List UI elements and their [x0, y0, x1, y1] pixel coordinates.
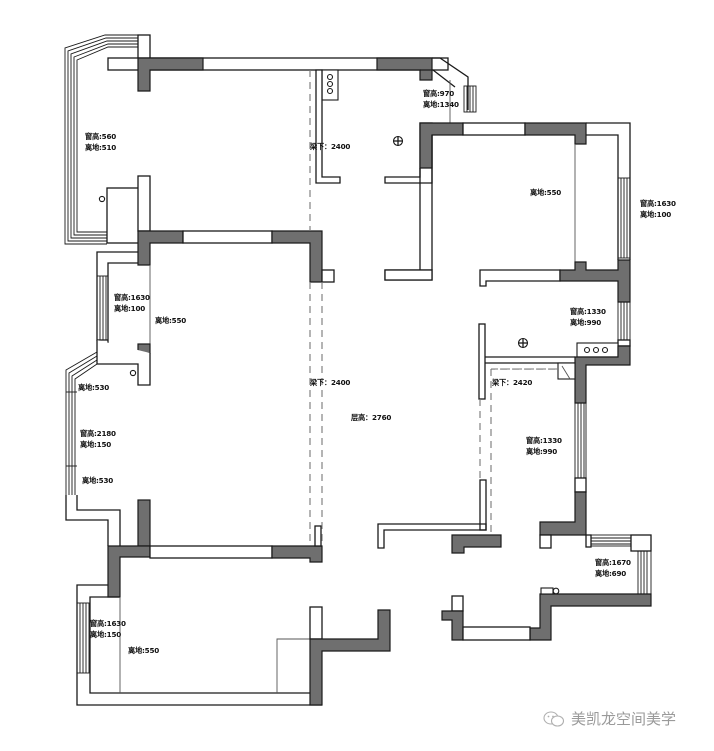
label-line: 离地:510: [85, 143, 117, 152]
label-line: 窗高:1630: [114, 293, 150, 302]
label-line: 层高：2760: [351, 413, 392, 422]
label-line: 离地:100: [114, 304, 146, 313]
label-line: 离地:550: [128, 646, 160, 655]
label-bedroom-ne-sill: 离地:550: [530, 187, 561, 198]
label-kitchen-window: 窗高:970 离地:1340: [423, 88, 459, 110]
structural-column: [376, 57, 433, 81]
label-line: 窗高:1330: [526, 436, 562, 445]
label-living-bay-window: 窗高:2180 离地:150: [80, 428, 116, 450]
label-line: 离地:1340: [423, 100, 459, 109]
label-line: 离地:530: [82, 476, 114, 485]
label-floor-height: 层高：2760: [351, 412, 391, 423]
label-balcony-nw: 窗高:560 离地:510: [85, 131, 116, 153]
label-beam-east: 梁下：2420: [492, 377, 532, 388]
label-line: 离地:990: [526, 447, 558, 456]
label-line: 梁下：2420: [492, 378, 533, 387]
living-bay-window: [65, 351, 98, 495]
label-bath-e-window: 窗高:1330 离地:990: [570, 306, 606, 328]
bedroom-sw-window: [76, 602, 90, 674]
label-line: 离地:550: [155, 316, 187, 325]
label-line: 离地:530: [78, 383, 110, 392]
label-line: 离地:690: [595, 569, 627, 578]
label-room-e-window: 窗高:1330 离地:990: [526, 435, 562, 457]
label-line: 梁下：2400: [310, 142, 351, 151]
room-e-window: [574, 402, 587, 479]
label-living-bay-top: 离地:530: [78, 382, 109, 393]
label-line: 离地:990: [570, 318, 602, 327]
watermark-text: 美凯龙空间美学: [571, 710, 677, 728]
watermark: 美凯龙空间美学: [543, 708, 676, 729]
label-line: 窗高:2180: [80, 429, 116, 438]
label-balcony-se-window: 窗高:1670 离地:690: [595, 557, 631, 579]
label-line: 离地:150: [90, 630, 122, 639]
label-beam-north: 梁下：2400: [310, 141, 350, 152]
bedroom-w-window: [96, 275, 109, 341]
kitchen-window-glazing: [463, 85, 477, 113]
label-line: 窗高:1630: [90, 619, 126, 628]
label-line: 窗高:1630: [640, 199, 676, 208]
label-line: 窗高:970: [423, 89, 455, 98]
label-line: 窗高:1330: [570, 307, 606, 316]
label-bedroom-w-window: 窗高:1630 离地:100: [114, 292, 150, 314]
balcony-nw: [64, 34, 151, 245]
label-bedroom-w-sill: 离地:550: [155, 315, 186, 326]
bath-e-window: [617, 301, 631, 341]
label-bedroom-ne-window: 窗高:1630 离地:100: [640, 198, 676, 220]
label-bedroom-sw-window: 窗高:1630 离地:150: [90, 618, 126, 640]
label-living-bay-bottom: 离地:530: [82, 475, 113, 486]
label-line: 窗高:560: [85, 132, 117, 141]
label-bedroom-sw-sill: 离地:550: [128, 645, 159, 656]
bedroom-ne-window: [617, 177, 631, 259]
label-line: 离地:100: [640, 210, 672, 219]
label-line: 离地:150: [80, 440, 112, 449]
wechat-icon: [543, 710, 565, 727]
label-line: 离地:550: [530, 188, 562, 197]
label-beam-living: 梁下：2400: [310, 377, 350, 388]
structural-column: [137, 57, 204, 92]
label-line: 梁下：2400: [310, 378, 351, 387]
drain-icon: [98, 195, 106, 203]
balcony-se-window: [590, 534, 652, 595]
label-line: 窗高:1670: [595, 558, 631, 567]
